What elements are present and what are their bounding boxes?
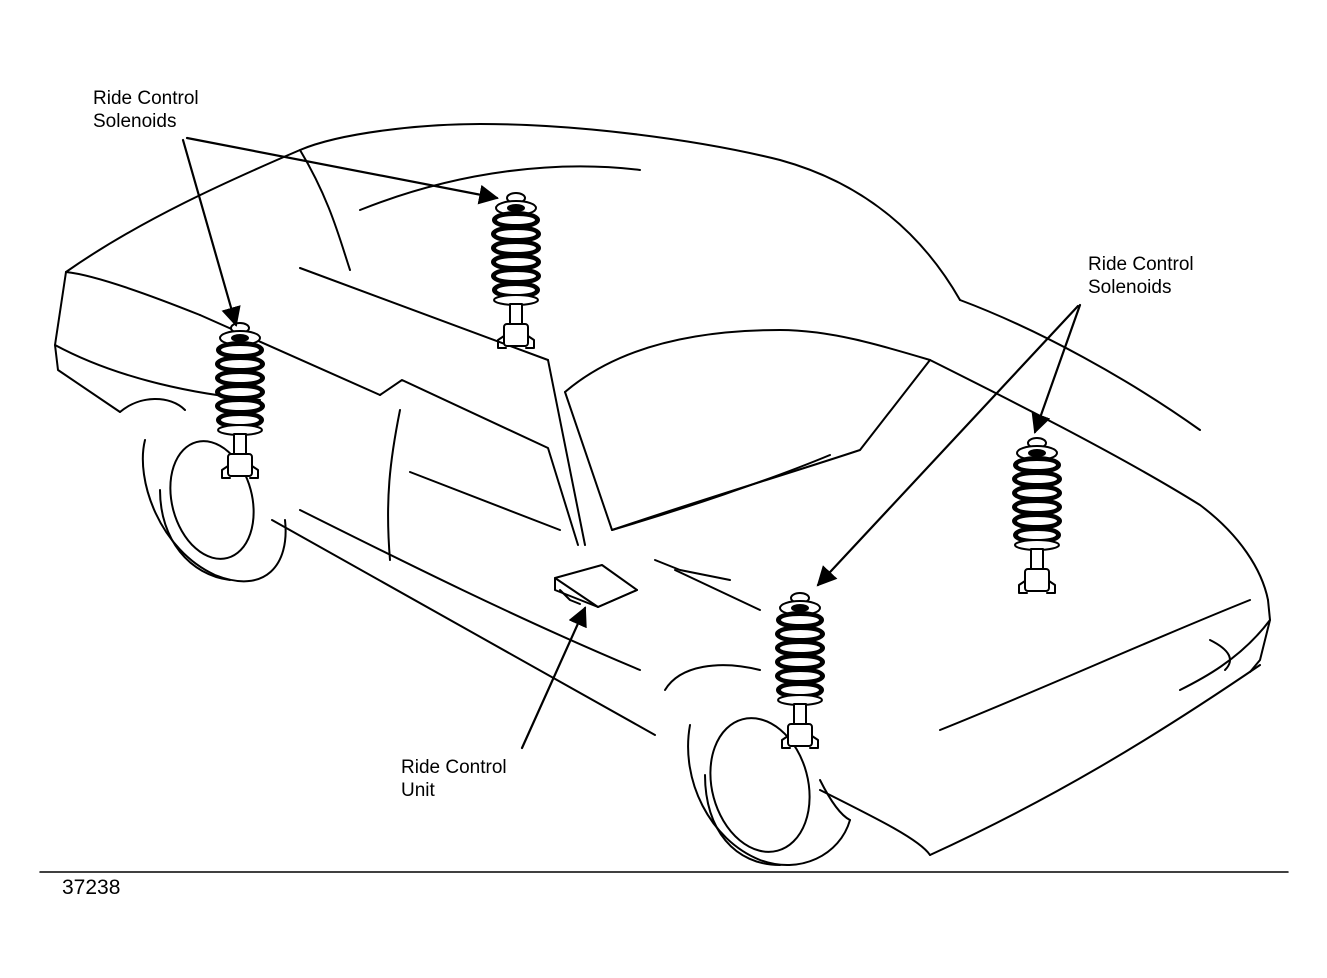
callout-line: Solenoids — [1088, 277, 1172, 298]
callout-control-unit: Ride Control Unit — [401, 756, 507, 802]
car-outline — [54, 123, 1271, 866]
figure-number: 37238 — [62, 876, 121, 899]
leader-arrow-icon — [520, 606, 587, 750]
callout-line: Solenoids — [93, 111, 177, 132]
callout-line: Unit — [401, 780, 435, 801]
strut-rear-left-icon — [215, 322, 265, 479]
callout-line: Ride Control — [93, 88, 199, 109]
leader-arrows — [181, 136, 1082, 750]
callout-line: Ride Control — [401, 757, 507, 778]
strut-front-right-icon — [1012, 437, 1062, 594]
control-module-icon — [554, 564, 638, 608]
callout-line: Ride Control — [1088, 254, 1194, 275]
leader-arrow-icon — [181, 138, 241, 327]
strut-front-left-icon — [775, 592, 825, 749]
leader-arrow-icon — [185, 136, 499, 205]
leader-arrow-icon — [1031, 303, 1082, 434]
leader-arrow-icon — [816, 304, 1080, 587]
callout-solenoids-right: Ride Control Solenoids — [1088, 253, 1194, 299]
strut-rear-right-icon — [491, 192, 541, 349]
callout-solenoids-left: Ride Control Solenoids — [93, 87, 199, 133]
